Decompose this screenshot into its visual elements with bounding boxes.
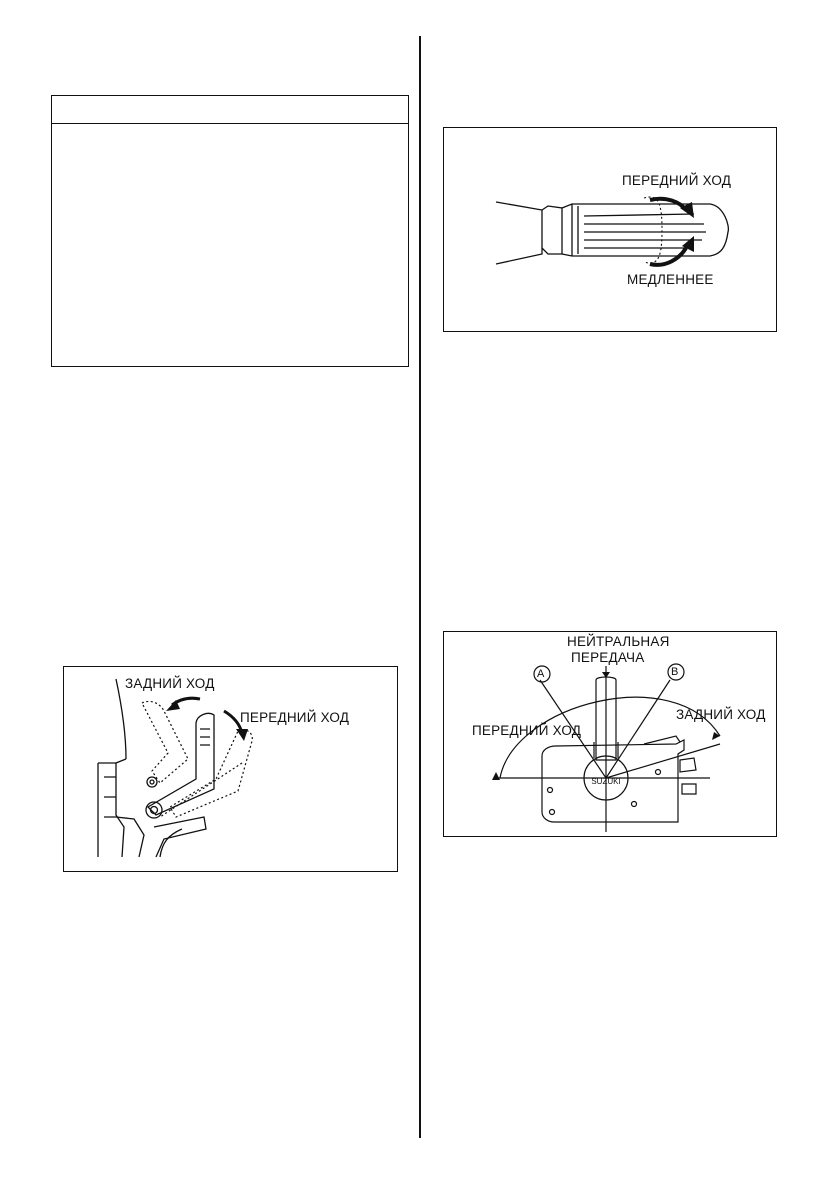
- marker-a-label: A: [537, 668, 545, 680]
- throttle-grip-drawing: [495, 196, 730, 267]
- neutral-label-line2: ПЕРЕДАЧА: [571, 650, 645, 665]
- remote-reverse-label: ЗАДНИЙ ХОД: [676, 707, 766, 722]
- remote-forward-label: ПЕРЕДНИЙ ХОД: [472, 723, 582, 738]
- tiller-reverse-label: ЗАДНИЙ ХОД: [125, 676, 215, 691]
- tiller-lever-drawing: [97, 678, 253, 858]
- column-divider: [419, 36, 421, 1138]
- marker-b-circle: [667, 663, 685, 681]
- figure-tiller-shift-lever: ЗАДНИЙ ХОД ПЕРЕДНИЙ ХОД: [63, 666, 398, 872]
- figure-throttle-grip: ПЕРЕДНИЙ ХОД МЕДЛЕННЕЕ: [443, 127, 777, 332]
- neutral-label-line1: НЕЙТРАЛЬНАЯ: [567, 634, 670, 649]
- throttle-forward-label: ПЕРЕДНИЙ ХОД: [622, 173, 732, 188]
- slower-rotation-arrow-icon: [649, 246, 688, 267]
- warning-box: [51, 95, 409, 367]
- tiller-forward-label: ПЕРЕДНИЙ ХОД: [240, 710, 350, 725]
- remote-control-drawing: SUZUKI: [492, 663, 721, 832]
- figure-remote-control: SUZUKI НЕЙТРАЛЬНАЯ ПЕРЕДАЧА A B ПЕРЕДНИЙ…: [443, 631, 777, 837]
- marker-b-label: B: [671, 666, 679, 678]
- marker-a-circle: [533, 665, 551, 683]
- brand-text: SUZUKI: [591, 777, 620, 786]
- throttle-slower-label: МЕДЛЕННЕЕ: [627, 272, 714, 287]
- warning-box-header-rule: [52, 123, 408, 124]
